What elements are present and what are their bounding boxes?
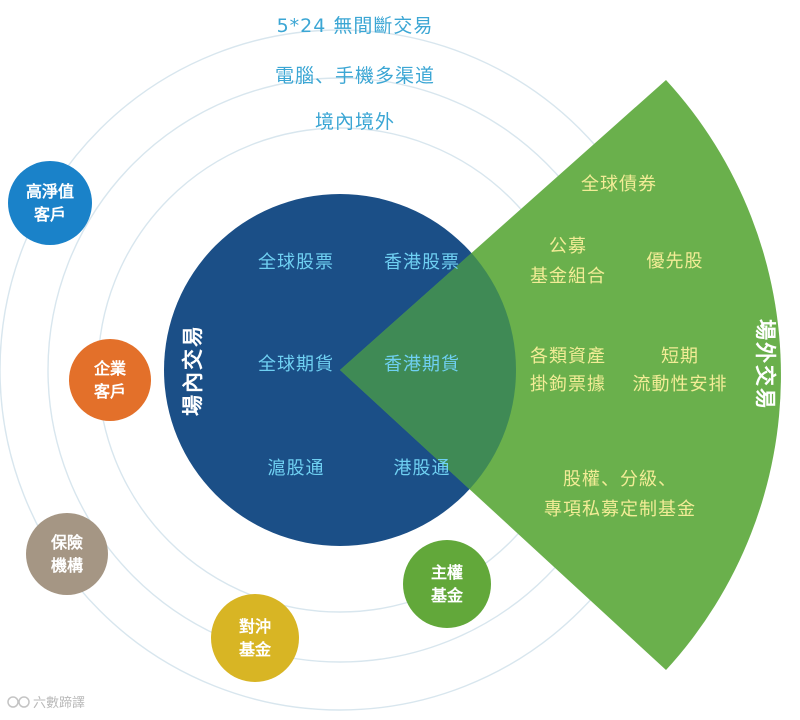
watermark-logo-icon	[8, 697, 18, 707]
item-private-funds-line1: 股權、分級、	[563, 469, 677, 490]
watermark-text: 六數蹄譯	[33, 695, 85, 711]
client-label-line2: 基金	[238, 640, 272, 659]
item-liquidity-line1: 短期	[661, 346, 699, 367]
ring-label-middle: 電腦、手機多渠道	[275, 65, 435, 87]
client-label-line2: 基金	[430, 586, 464, 605]
item-public-funds-line2: 基金組合	[530, 266, 606, 287]
item-global-bonds: 全球債券	[581, 174, 657, 195]
item-global-futures: 全球期貨	[258, 354, 334, 375]
ring-label-outer: 5*24 無間斷交易	[277, 15, 434, 37]
on-exchange-title: 場內交易	[181, 324, 205, 416]
item-private-funds-line2: 專項私募定制基金	[544, 499, 696, 520]
client-bubble-circle	[403, 540, 491, 628]
watermark: 六數蹄譯	[8, 695, 85, 711]
client-bubble-hedge-fund: 對沖 基金	[211, 594, 299, 682]
client-label-line1: 主權	[431, 563, 463, 582]
client-bubble-insurance: 保險 機構	[26, 513, 108, 595]
client-label-line2: 客戶	[34, 205, 66, 224]
item-global-stocks: 全球股票	[258, 252, 334, 273]
watermark-logo-icon	[19, 697, 29, 707]
client-bubble-circle	[211, 594, 299, 682]
item-hk-connect: 港股通	[394, 458, 451, 479]
off-exchange-title: 場外交易	[753, 319, 777, 411]
item-linked-notes-line1: 各類資產	[530, 346, 606, 367]
client-label-line1: 高淨值	[26, 182, 74, 201]
client-bubble-circle	[26, 513, 108, 595]
client-bubble-hnw: 高淨值 客戶	[8, 161, 92, 245]
client-label-line2: 機構	[51, 556, 83, 575]
item-linked-notes-line2: 掛鉤票據	[530, 374, 606, 395]
ring-label-inner: 境內境外	[315, 111, 395, 133]
client-label-line1: 對沖	[239, 617, 271, 636]
client-label-line1: 企業	[93, 359, 127, 378]
item-liquidity-line2: 流動性安排	[633, 374, 728, 395]
client-bubble-circle	[8, 161, 92, 245]
client-label-line1: 保險	[50, 533, 83, 552]
item-preferred-shares: 優先股	[647, 251, 704, 272]
item-shanghai-connect: 滬股通	[268, 458, 325, 479]
client-bubble-corporate: 企業 客戶	[69, 339, 151, 421]
item-hk-stocks: 香港股票	[384, 252, 460, 273]
client-bubble-sovereign-fund: 主權 基金	[403, 540, 491, 628]
client-label-line2: 客戶	[94, 382, 126, 401]
client-bubble-circle	[69, 339, 151, 421]
item-hk-futures: 香港期貨	[384, 354, 460, 375]
item-public-funds-line1: 公募	[549, 236, 587, 257]
